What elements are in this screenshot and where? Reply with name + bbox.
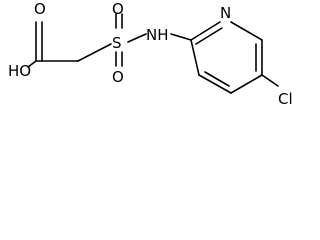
structure-canvas: HO O S O O NH N Cl (0, 0, 305, 116)
ring-bond-c2-n1-inner (195, 27, 223, 45)
chlorine-label: Cl (278, 90, 293, 108)
bond-nh-ring (170, 33, 192, 41)
ring-bond-c5-c4 (230, 74, 263, 94)
bond-s-nh (127, 33, 147, 43)
bond-ch2-s (77, 43, 112, 62)
ring-bond-c2-n1 (190, 21, 221, 41)
sulfur-label: S (112, 34, 122, 52)
ring-bond-c4-c3 (198, 74, 232, 94)
bond-c1-ho (27, 60, 37, 68)
ring-bond-c3-c2 (190, 39, 200, 76)
ring-bond-n1-c6 (230, 21, 263, 41)
bond-c5-cl (261, 74, 279, 87)
sulfonyl-oxygen-bottom-label: O (112, 68, 124, 86)
ring-nitrogen-label: N (220, 4, 231, 22)
carbonyl-oxygen-label: O (34, 0, 46, 18)
hydroxyl-label: HO (8, 62, 31, 80)
chemical-structure-diagram: HO O S O O NH N Cl (8, 0, 293, 108)
sulfonyl-oxygen-top-label: O (112, 0, 124, 18)
ring-bond-c4-c3-inner (204, 71, 230, 87)
amine-label: NH (146, 26, 169, 44)
